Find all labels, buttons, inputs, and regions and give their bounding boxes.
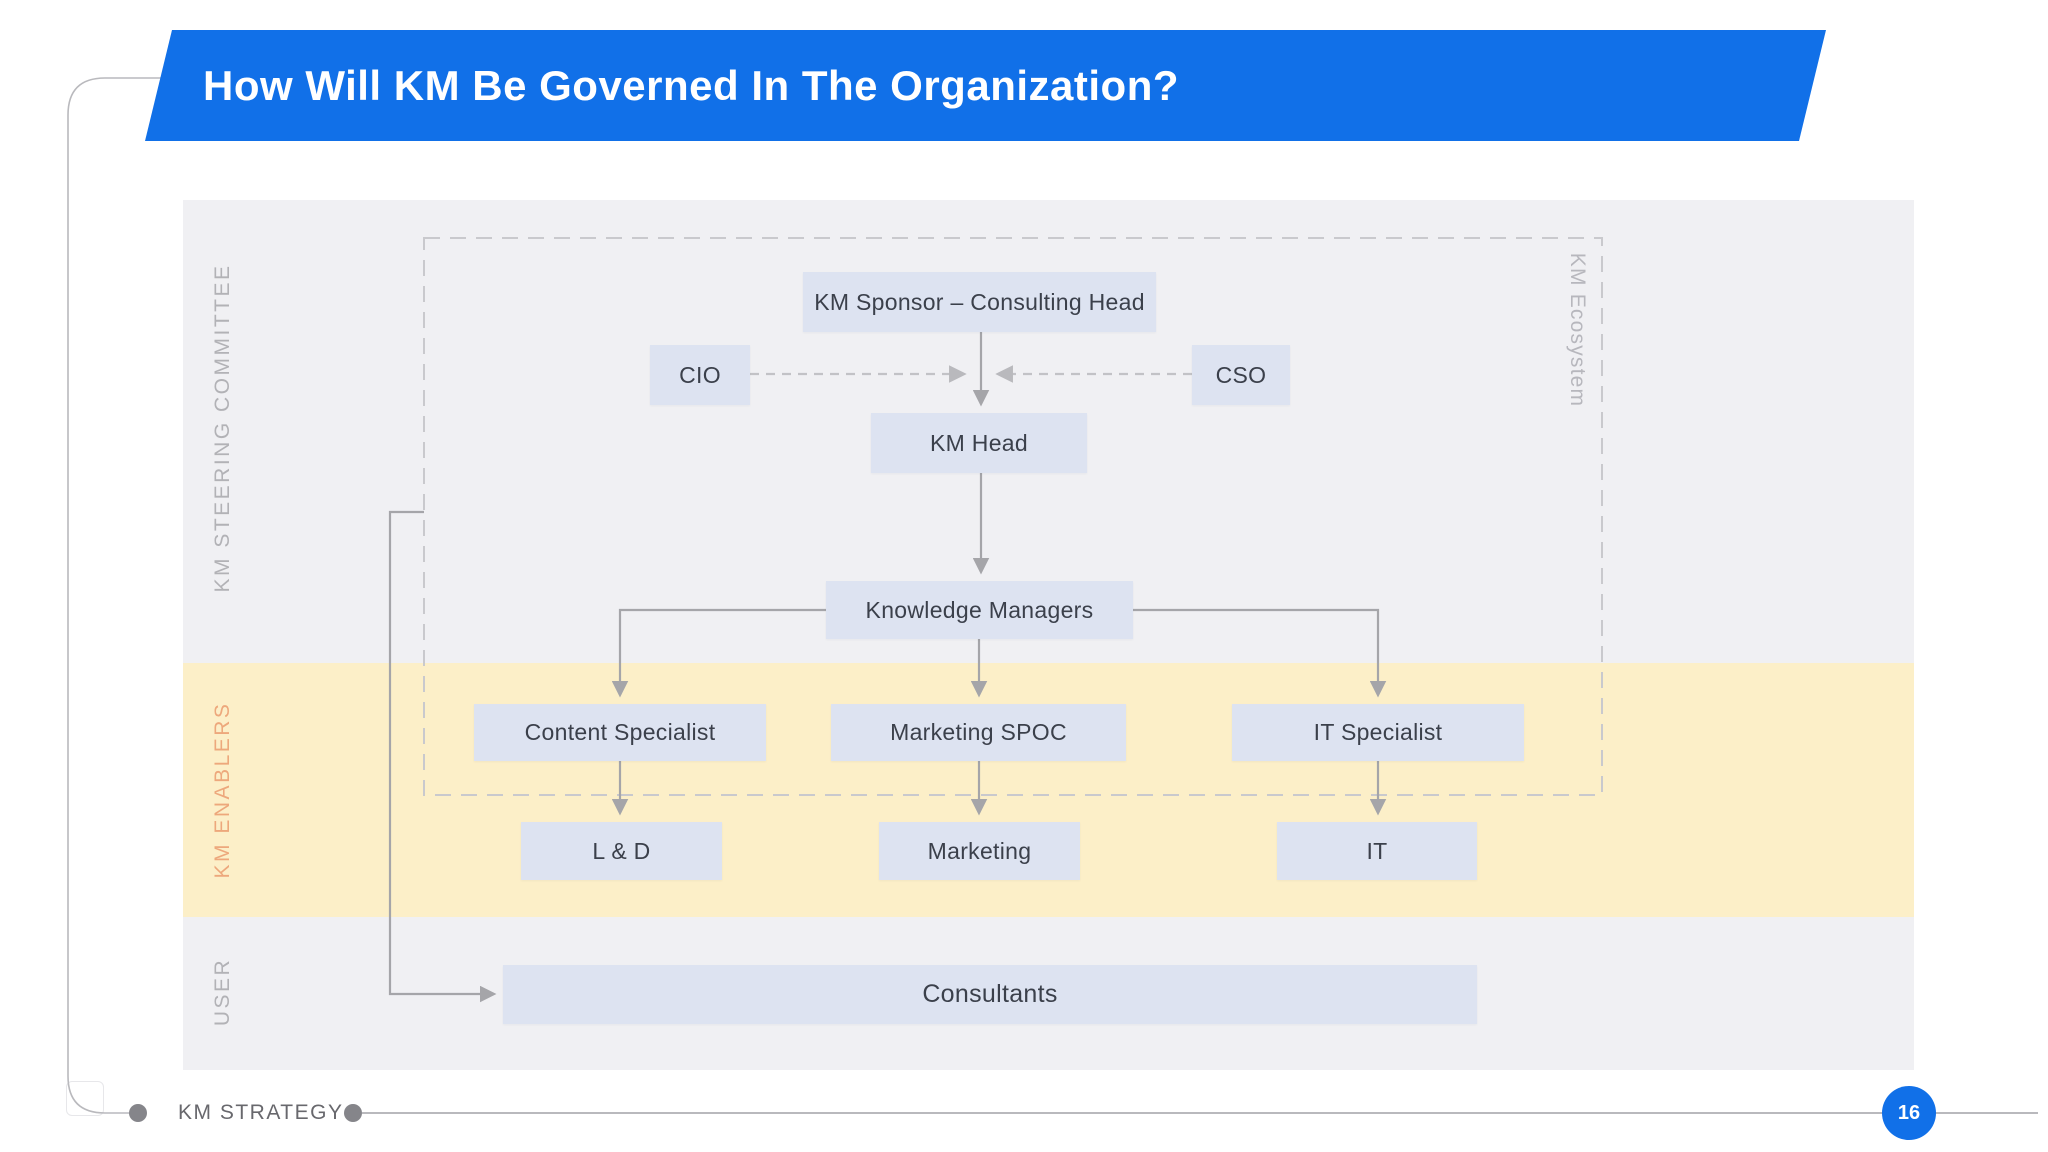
page-title: How Will KM Be Governed In The Organizat… [203,61,1180,109]
node-it: IT [1277,822,1477,880]
node-cio: CIO [650,345,750,405]
footer-dot-right [344,1104,362,1122]
page-number-badge: 16 [1882,1086,1936,1140]
lane-label-km-enablers: KM ENABLERS [211,701,234,879]
node-consultants: Consultants [503,965,1477,1024]
node-knowledge-managers: Knowledge Managers [826,581,1133,639]
footer-label: KM STRATEGY [178,1101,344,1124]
corner-accent-box [66,1081,104,1116]
node-marketing-spoc: Marketing SPOC [831,704,1126,761]
ecosystem-label: KM Ecosystem [1566,252,1589,408]
lane-label-user: USER [211,957,234,1027]
node-km-sponsor: KM Sponsor – Consulting Head [803,272,1156,332]
title-banner: How Will KM Be Governed In The Organizat… [145,30,1826,141]
footer-dot-left [129,1104,147,1122]
node-marketing: Marketing [879,822,1080,880]
footer-rule [362,1112,2038,1114]
node-content-specialist: Content Specialist [474,704,766,761]
node-km-head: KM Head [871,413,1087,473]
lane-label-km-steering-committee: KM STEERING COMMITTEE [211,263,234,593]
node-cso: CSO [1192,345,1290,405]
node-l-and-d: L & D [521,822,722,880]
node-it-specialist: IT Specialist [1232,704,1524,761]
